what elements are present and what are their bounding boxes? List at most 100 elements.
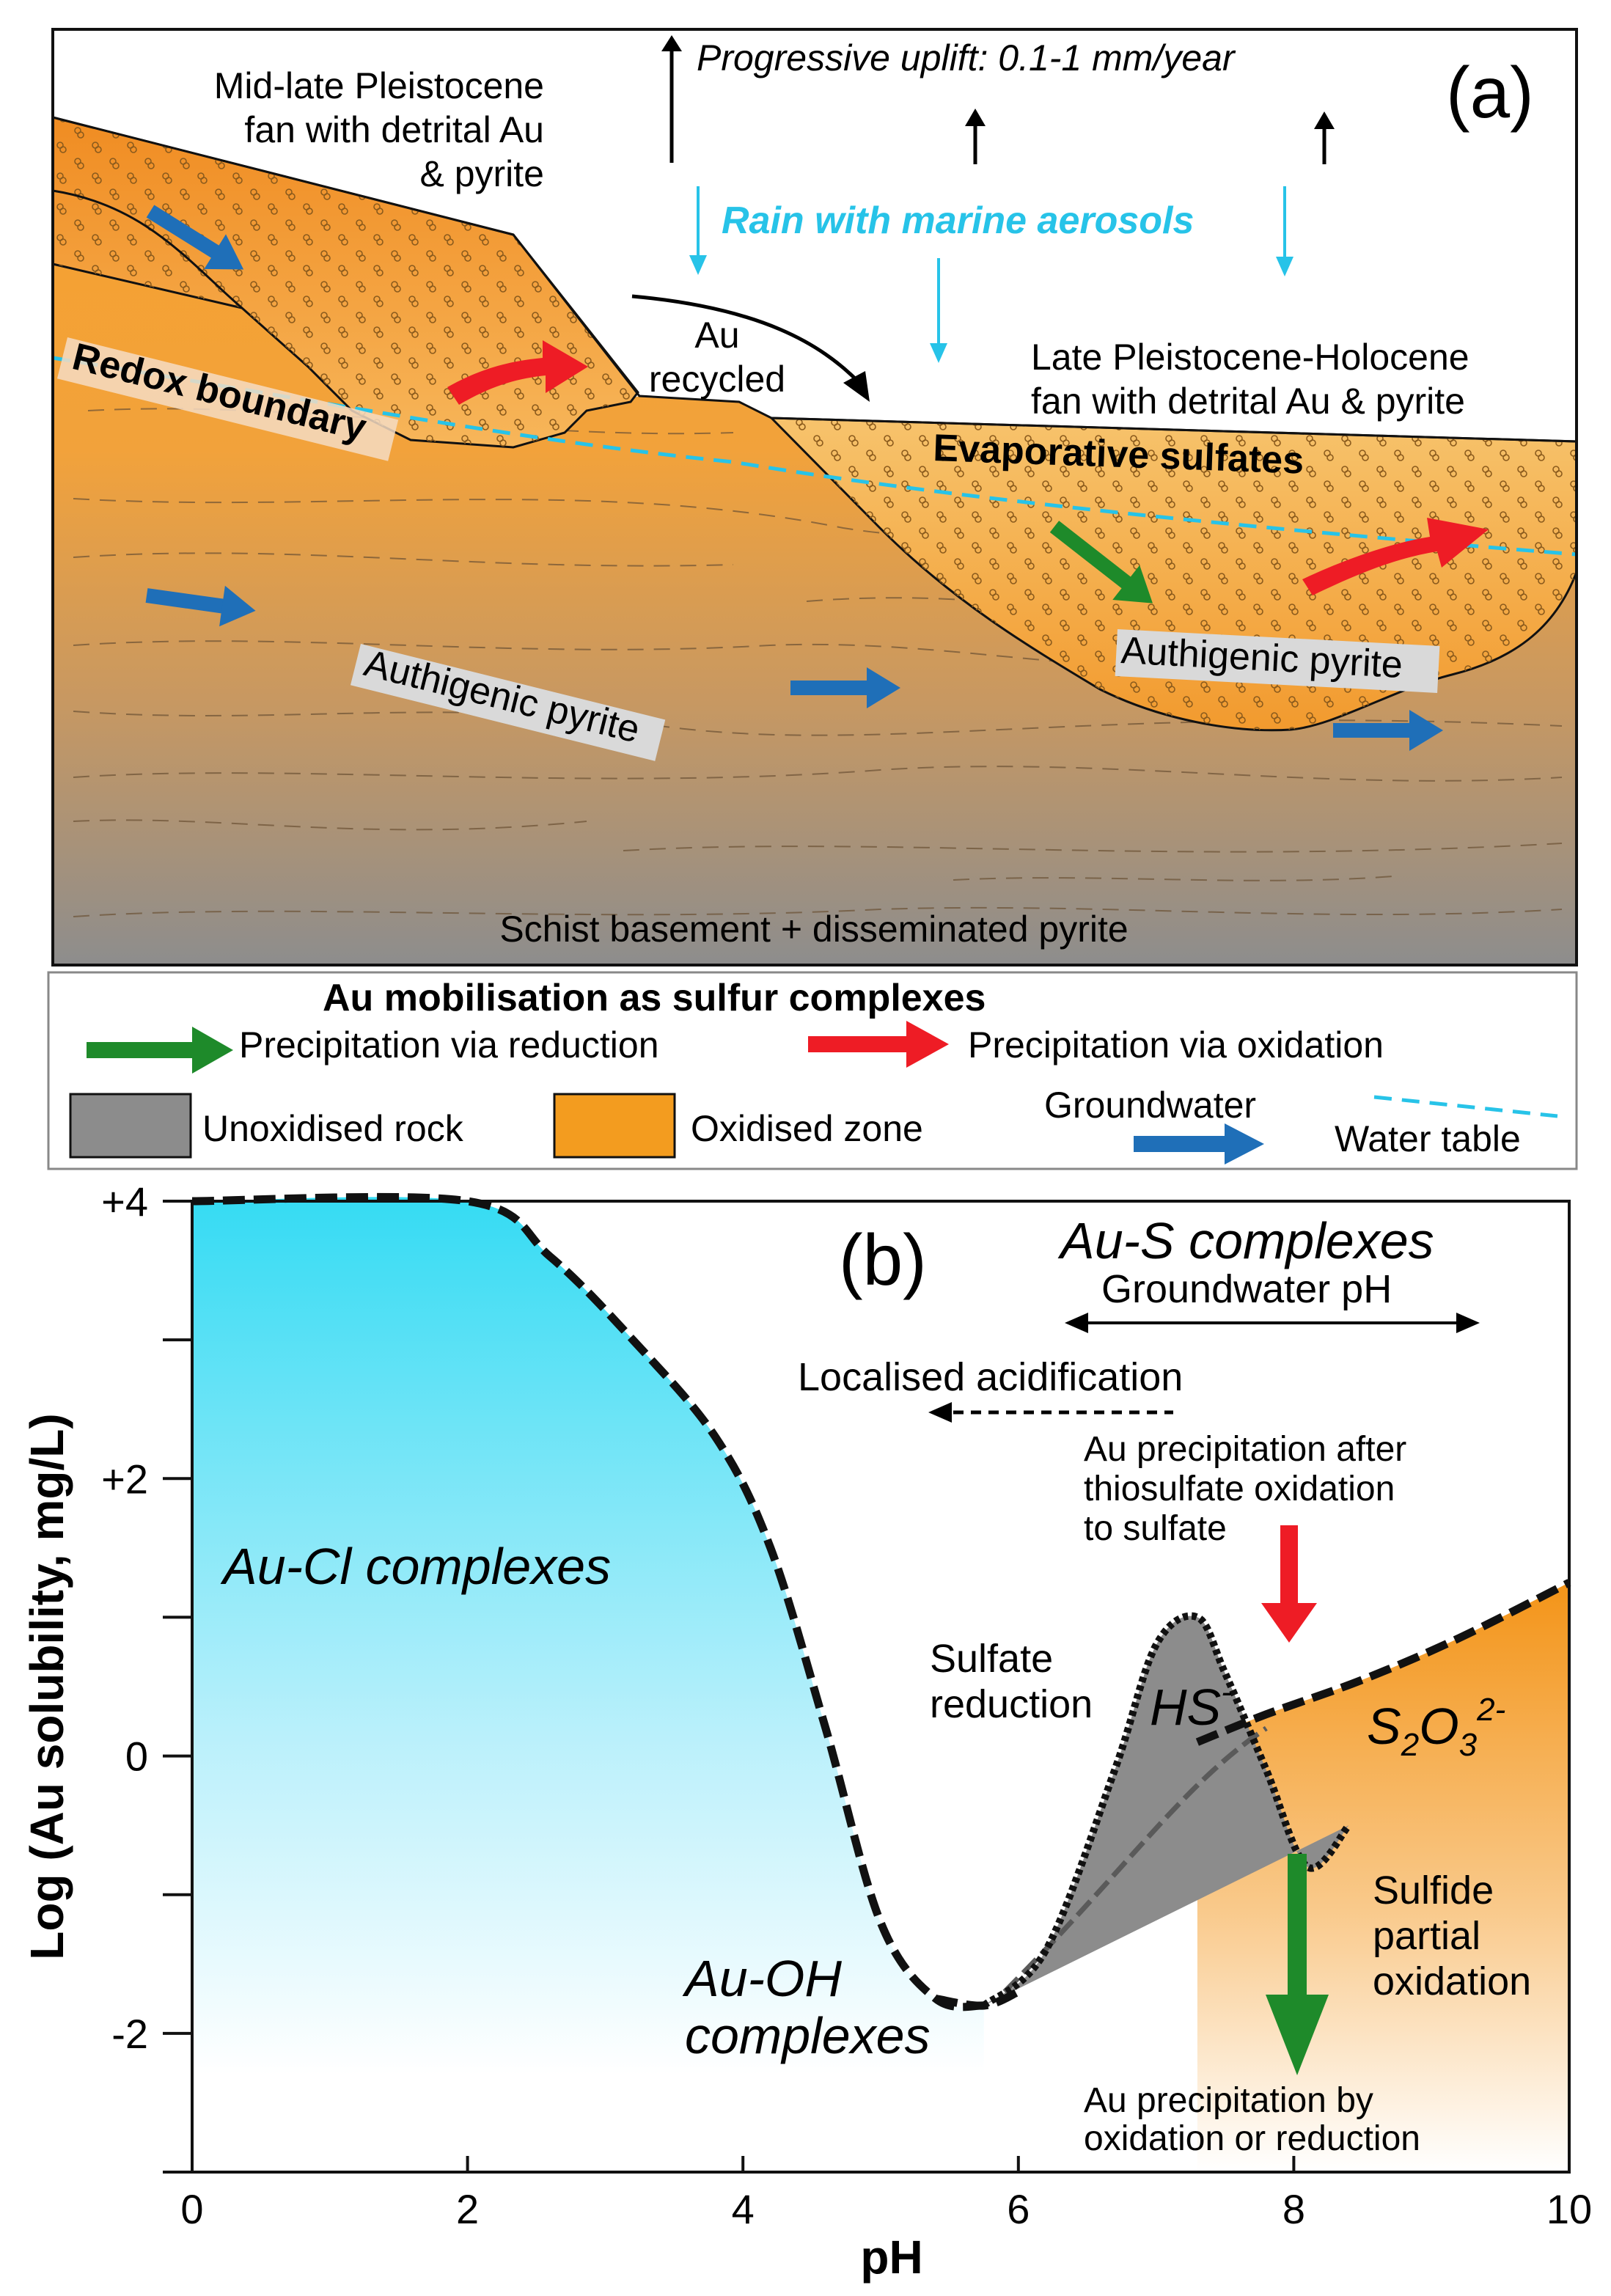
s2o3-boundary [1195,1579,1571,1746]
au-oh-boundary [935,1988,1021,2010]
s2o3-sub2: 2 [1401,1727,1419,1763]
y-tick-label: +4 [101,1178,148,1225]
thiosulfate-line1: Au precipitation after [1084,1430,1406,1469]
legend-title: Au mobilisation as sulfur complexes [323,977,986,1019]
au-precip-line2: oxidation or reduction [1084,2119,1420,2158]
legend-groundwater-arrow [1134,1123,1264,1164]
x-tick-label: 2 [456,2186,479,2232]
precipitation-arrow [1266,1854,1329,2075]
sky [53,29,1577,441]
au-cl-boundary [191,1192,985,2011]
au-recycled-line1: Au [694,315,739,356]
legend-reduction-arrow [87,1027,233,1074]
x-tick-label: 8 [1282,2186,1305,2232]
legend-oxidation-label: Precipitation via oxidation [968,1024,1384,1066]
au-cl-region [192,1197,984,2172]
legend: Au mobilisation as sulfur complexes Prec… [47,971,1578,1170]
authigenic-left-box [350,644,666,761]
old-fan-label: Mid-late Pleistocene fan with detrital A… [214,65,544,194]
rain-arrows [689,186,1293,363]
authigenic-right-box [1115,629,1440,693]
panel-a-label: (a) [1446,52,1534,133]
sulfate-reduction-label: Sulfate reduction [930,1637,1093,1726]
s2o3-label: S2O32- [1367,1692,1505,1763]
legend-groundwater-label: Groundwater [1044,1085,1256,1126]
au-recycled-line2: recycled [649,359,785,400]
legend-water-table-label: Water table [1335,1118,1521,1159]
s2o3-s: S [1367,1698,1401,1755]
x-tick-label: 4 [732,2186,755,2232]
basement-label: Schist basement + disseminated pyrite [499,909,1128,950]
hs-boundary [981,1612,1352,2009]
hs-inner-boundary [1002,1725,1268,1994]
s2o3-o: O [1419,1698,1458,1755]
water-table [52,356,1577,557]
groundwater-ph-arrow [1065,1313,1480,1333]
ground-surface [52,116,1577,443]
legend-unoxidised-label: Unoxidised rock [202,1108,464,1149]
thiosulfate-ox-label: Au precipitation after thiosulfate oxida… [1084,1430,1406,1548]
sulfate-reduction-line2: reduction [930,1682,1093,1726]
hs-region [983,1615,1349,2006]
old-fan-label-line2: fan with detrital Au [244,109,544,150]
panel-a: (a) Progressive uplift: 0.1-1 mm/year Ra… [51,28,1578,967]
au-recycled-label: Au recycled [649,315,785,400]
groundwater-arrows [145,205,1443,751]
hs-label-base: HS [1150,1679,1221,1736]
legend-border [47,971,1578,1170]
plot-frame [191,1200,1571,2174]
young-fan-line1: Late Pleistocene-Holocene [1031,337,1469,378]
old-fan-label-line1: Mid-late Pleistocene [214,65,544,106]
acidification-arrow [928,1402,1173,1423]
au-s-label: Au-S complexes [1057,1212,1434,1269]
thiosulfate-line2: thiosulfate oxidation [1084,1470,1395,1508]
au-cl-label: Au-Cl complexes [220,1538,611,1595]
reduction-arrow [1049,521,1153,604]
redox-label-box [56,337,399,461]
old-fan-inner-boundary [52,189,243,309]
sulfide-ox-line1: Sulfide [1373,1868,1494,1912]
legend-reduction-label: Precipitation via reduction [239,1024,659,1066]
uplift-label: Progressive uplift: 0.1-1 mm/year [697,37,1236,78]
old-fan-pebbles [53,117,638,447]
sulfate-reduction-line1: Sulfate [930,1637,1053,1681]
acidification-label: Localised acidification [798,1355,1183,1399]
au-oh-label: Au-OH complexes [682,1950,931,2064]
sulfide-ox-line3: oxidation [1373,1959,1531,2003]
y-tick-label: +2 [101,1456,148,1502]
sulfide-ox-line2: partial [1373,1914,1480,1958]
legend-oxidation-arrow [808,1021,949,1068]
au-recycled-arrowhead [843,371,870,402]
x-axis-label: pH [860,2231,922,2284]
uplift-arrows [661,35,1335,164]
s2o3-sup: 2- [1476,1692,1505,1728]
au-oh-line2: complexes [685,2007,931,2064]
legend-oxidised-swatch [553,1093,676,1159]
rain-label: Rain with marine aerosols [722,199,1194,242]
x-tick-label: 10 [1546,2186,1592,2232]
sulfide-ox-label: Sulfide partial oxidation [1373,1868,1531,2003]
x-tick-label: 0 [180,2186,203,2232]
groundwater-ph-label: Groundwater pH [1101,1267,1392,1311]
y-axis-label: Log (Au solubility, mg/L) [21,1413,73,1959]
oxidation-arrows [447,340,1489,595]
young-fan-line2: fan with detrital Au & pyrite [1031,381,1465,422]
hs-label: HS- [1150,1674,1232,1736]
au-recycled-arrow [631,294,859,383]
y-tick-label: -2 [111,2011,148,2057]
au-oh-line1: Au-OH [682,1950,842,2007]
thiosulfate-ox-arrow [1261,1525,1317,1643]
thiosulfate-line3: to sulfate [1084,1509,1227,1548]
au-precip-label: Au precipitation by oxidation or reducti… [1084,2081,1420,2158]
old-fan-label-line3: & pyrite [419,153,544,194]
panel-a-border [51,28,1578,967]
legend-water-table-line [1373,1095,1558,1118]
x-tick-label: 6 [1007,2186,1030,2232]
legend-unoxidised-swatch [69,1093,192,1159]
panel-b-label: (b) [839,1219,927,1300]
legend-oxidised-label: Oxidised zone [691,1108,923,1149]
young-fan-label: Late Pleistocene-Holocene fan with detri… [1031,337,1469,422]
s2o3-sub3: 3 [1459,1727,1478,1763]
